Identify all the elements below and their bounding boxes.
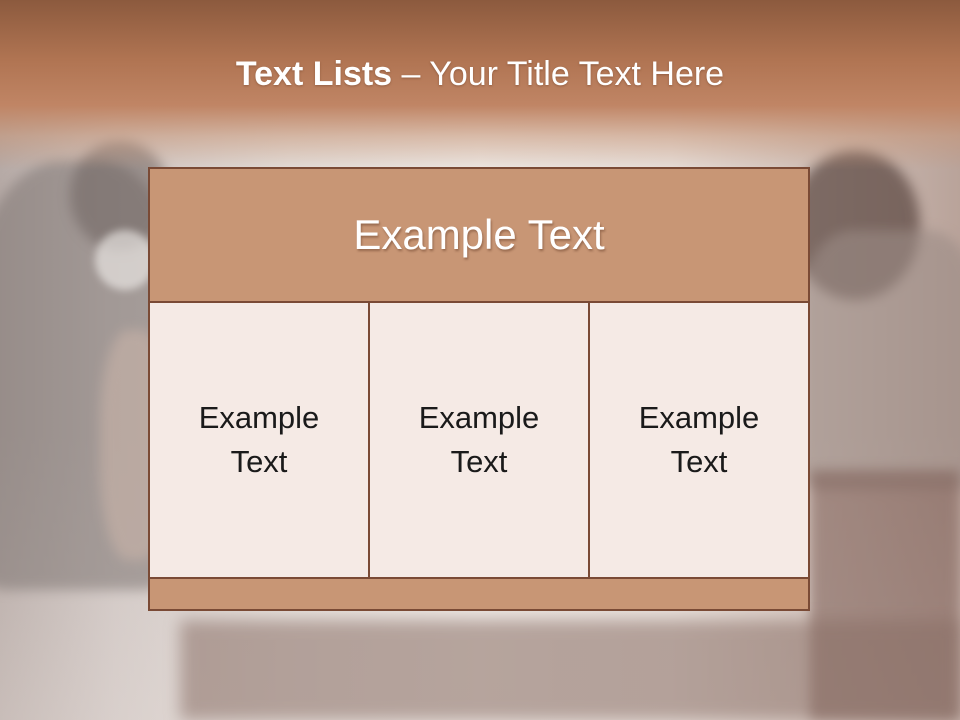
list-cell-1[interactable]: Example Text	[150, 303, 368, 577]
list-cell-3[interactable]: Example Text	[588, 303, 808, 577]
background-window	[95, 230, 155, 290]
list-cell-2[interactable]: Example Text	[368, 303, 588, 577]
text-list-box: Example Text Example Text Example Text E…	[148, 167, 810, 611]
slide-title[interactable]: Text Lists – Your Title Text Here	[0, 54, 960, 94]
list-footer-bar	[150, 577, 808, 609]
list-header-text: Example Text	[353, 211, 605, 258]
list-cells: Example Text Example Text Example Text	[150, 303, 808, 577]
list-header[interactable]: Example Text	[150, 169, 808, 303]
title-subtitle-text: – Your Title Text Here	[392, 55, 725, 93]
list-cell-text: Example Text	[418, 400, 540, 479]
list-cell-text: Example Text	[198, 400, 320, 479]
title-bold-text: Text Lists	[235, 55, 393, 93]
list-cell-text: Example Text	[638, 400, 760, 479]
title-banner	[0, 0, 960, 170]
background-desk	[180, 620, 960, 720]
background-person-right	[800, 230, 960, 490]
